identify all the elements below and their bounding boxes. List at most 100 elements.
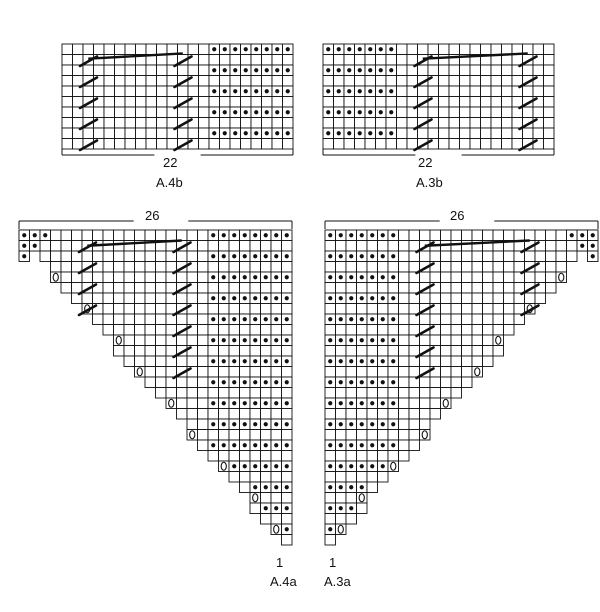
a4b-chart-cell [61, 54, 73, 66]
a4b-chart-purl-dot [264, 110, 269, 115]
a3a-chart-cell [408, 240, 420, 252]
a4a-chart-purl-dot [253, 275, 258, 280]
a4a-chart-cell [186, 240, 198, 252]
a3a-chart-cell [461, 282, 473, 294]
a3a-chart-cell [450, 282, 462, 294]
a3a-chart-purl-dot [349, 443, 354, 448]
a3a-chart-cell [345, 513, 357, 525]
a3a-chart-cell [335, 303, 347, 315]
a4a-chart-purl-dot [284, 254, 289, 259]
a4a-chart-cell [207, 408, 219, 420]
a4a-chart-purl-dot [253, 401, 258, 406]
a4a-chart-cell [270, 408, 282, 420]
a3b-chart-cell [375, 96, 387, 108]
a4b-chart-cell [198, 85, 210, 97]
a3a-chart-cell [335, 471, 347, 483]
a3b-chart-cell [406, 75, 418, 87]
a4b-chart-cell [208, 54, 220, 66]
a4b-chart-cell [187, 43, 199, 55]
a3b-chart-cell [511, 117, 523, 129]
a3b-width-label: 22 [418, 155, 433, 170]
a3a-chart-cell [377, 345, 389, 357]
a4a-chart-cell [260, 282, 272, 294]
a4b-chart-cell [271, 117, 283, 129]
a4a-chart-purl-dot [253, 233, 258, 238]
a4b-chart-cell [61, 106, 73, 118]
a3a-chart-cell [440, 282, 452, 294]
a4a-chart-purl-dot [211, 254, 216, 259]
a4a-chart-cell [228, 450, 240, 462]
a4a-chart-cell [207, 387, 219, 399]
a4a-chart-cell [239, 282, 251, 294]
a4a-chart-cell [186, 366, 198, 378]
a3a-chart-cell [450, 292, 462, 304]
a4a-chart-cell [281, 282, 293, 294]
a4a-chart-cell [281, 303, 293, 315]
a4a-chart-cell [102, 313, 114, 325]
a3a-chart-purl-dot [359, 296, 364, 301]
a4a-chart-cell [228, 345, 240, 357]
a3a-chart-cell [429, 324, 441, 336]
a4a-chart-cell [228, 303, 240, 315]
a3a-chart-cell [324, 240, 336, 252]
a4b-chart-purl-dot [275, 110, 280, 115]
a4a-chart-cell [249, 303, 261, 315]
a4b-chart-cell [282, 96, 294, 108]
a3a-chart-cell [387, 450, 399, 462]
a3a-chart-cell [429, 366, 441, 378]
a3b-chart-cell [364, 75, 376, 87]
a4a-chart-cell [197, 303, 209, 315]
a3b-chart-cell [532, 85, 544, 97]
a4a-chart-cable-slash [172, 262, 192, 275]
a3b-chart-cell [427, 85, 439, 97]
a3a-chart-cell [429, 397, 441, 409]
a4b-chart-cell [61, 96, 73, 108]
a3a-chart-purl-dot [328, 275, 333, 280]
a4a-chart-cell [249, 366, 261, 378]
a3a-chart-cell [345, 408, 357, 420]
a4b-chart-cell [208, 96, 220, 108]
a4a-chart-cell [155, 345, 167, 357]
a4a-chart-cell [113, 282, 125, 294]
a4b-chart-purl-dot [254, 89, 259, 94]
a4a-chart-cell [207, 450, 219, 462]
a3a-chart-purl-dot [359, 443, 364, 448]
a3a-chart-cell [324, 282, 336, 294]
a4a-chart-cell [281, 450, 293, 462]
a4b-chart-cell [250, 54, 262, 66]
a4a-chart-cell [186, 261, 198, 273]
a4a-chart-purl-dot [263, 254, 268, 259]
a4a-chart-cell [197, 408, 209, 420]
a3a-chart-cell [356, 261, 368, 273]
a3a-chart-cell [408, 397, 420, 409]
a4b-chart [61, 43, 294, 156]
a3b-chart-cell [511, 96, 523, 108]
a4a-chart-cell [113, 292, 125, 304]
a3a-chart-cell [324, 387, 336, 399]
a3b-chart-cell [511, 138, 523, 150]
a3a-chart-purl-dot [359, 380, 364, 385]
a3a-chart-cell [492, 229, 504, 241]
a4a-chart-purl-dot [242, 296, 247, 301]
a3b-chart-cell [396, 54, 408, 66]
a4a-chart-cell [249, 282, 261, 294]
a4b-chart-purl-dot [285, 89, 290, 94]
a3a-chart-cell [566, 240, 578, 252]
a4a-chart-purl-dot [284, 359, 289, 364]
a3b-chart-cell [406, 138, 418, 150]
a4b-chart-cell [82, 127, 94, 139]
a3b-chart-cell [343, 96, 355, 108]
a4b-chart-cell [93, 75, 105, 87]
a4a-chart-purl-dot [263, 317, 268, 322]
a3b-chart-purl-dot [389, 131, 394, 136]
a4b-chart-cell [93, 64, 105, 76]
a4b-chart-cell [135, 64, 147, 76]
a4b-chart-cable-slash [173, 55, 193, 68]
a3a-chart-cell [398, 450, 410, 462]
a4a-chart-purl-dot [232, 443, 237, 448]
a3a-chart-purl-dot [349, 380, 354, 385]
a3a-chart-cell [440, 261, 452, 273]
a4a-chart-cell [134, 324, 146, 336]
a3a-chart-cell [492, 313, 504, 325]
a4a-chart-cell [260, 366, 272, 378]
